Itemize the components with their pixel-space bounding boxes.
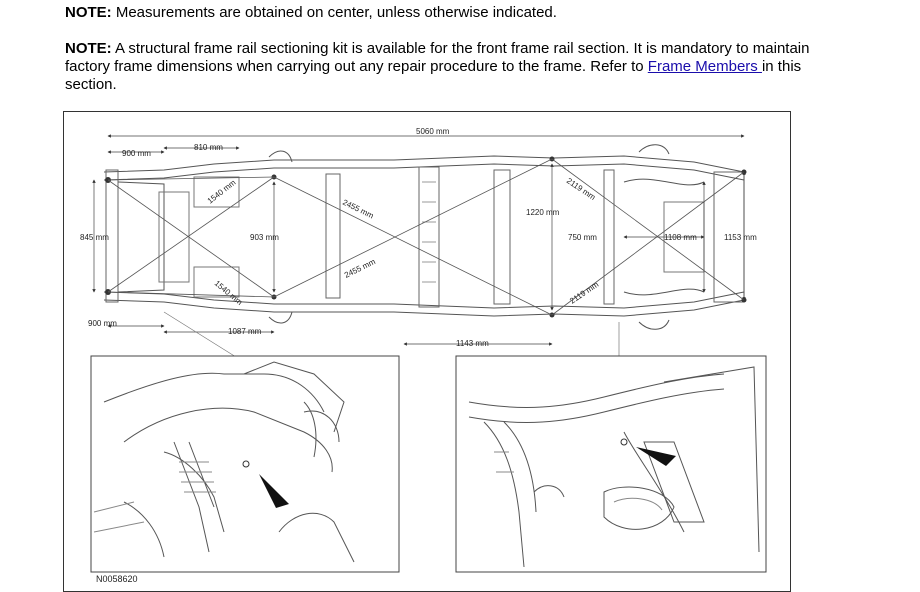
figure-id: N0058620: [96, 574, 138, 584]
dim-900-bot: 900 mm: [88, 319, 117, 328]
diagonal-lines: [107, 158, 745, 316]
note-text: Measurements are obtained on center, unl…: [111, 4, 557, 21]
dim-1540-top: 1540 mm: [206, 178, 238, 206]
dim-1143: 1143 mm: [456, 339, 489, 348]
dim-1108: 1108 mm: [664, 233, 697, 242]
dim-1087: 1087 mm: [228, 327, 262, 336]
dim-900-top: 900 mm: [122, 149, 151, 158]
note-label: NOTE:: [65, 40, 112, 57]
dim-750: 750 mm: [568, 233, 597, 242]
dim-810: 810 mm: [194, 143, 223, 152]
dim-5060: 5060 mm: [416, 127, 450, 136]
dimension-lines: [92, 134, 746, 363]
note-sectioning-kit: NOTE: A structural frame rail sectioning…: [65, 40, 845, 94]
dim-903: 903 mm: [250, 233, 279, 242]
detail-panel-front: N0058620: [90, 355, 400, 584]
note-measurements: NOTE: Measurements are obtained on cente…: [65, 4, 885, 22]
frame-dimensions-figure: 5060 mm 900 mm 810 mm 1540 mm 2455 mm 12…: [63, 111, 791, 592]
dim-2455-top: 2455 mm: [341, 198, 375, 221]
note-text: A structural frame rail sectioning kit i…: [65, 40, 810, 75]
frame-members-link[interactable]: Frame Members: [647, 58, 762, 75]
note-label: NOTE:: [65, 4, 112, 21]
frame-diagram: 5060 mm 900 mm 810 mm 1540 mm 2455 mm 12…: [80, 127, 767, 584]
note-tail: in this section.: [65, 58, 802, 93]
detail-panel-rear: [455, 355, 767, 573]
dim-2119-bot: 2119 mm: [568, 280, 600, 306]
dim-1220: 1220 mm: [526, 208, 560, 217]
pointer-arrow-icon: [259, 474, 289, 508]
dim-1540-bot: 1540 mm: [213, 279, 245, 308]
dim-1153: 1153 mm: [724, 233, 757, 242]
pointer-arrow-icon: [636, 447, 676, 466]
dim-845: 845 mm: [80, 233, 109, 242]
